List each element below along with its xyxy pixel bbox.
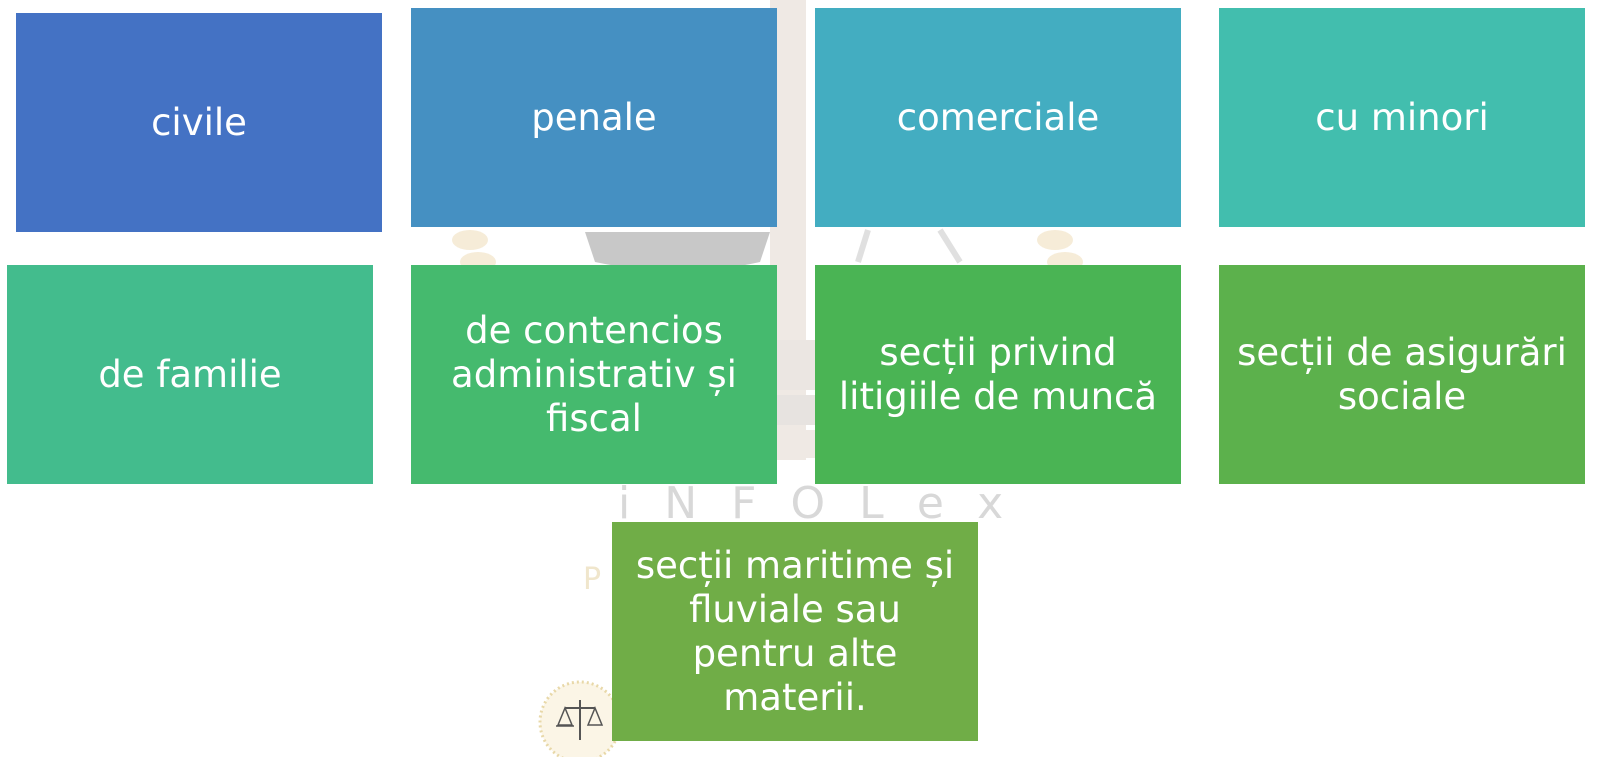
tile-maritime-fluviale: secții maritime și fluviale sau pentru a… [612, 522, 978, 741]
tile-asigurari-sociale: secții de asigurări sociale [1219, 265, 1585, 484]
tile-civile: civile [16, 13, 382, 232]
tile-de-familie: de familie [7, 265, 373, 484]
watermark-subtext: P [583, 562, 602, 597]
tile-litigii-munca: secții privind litigiile de muncă [815, 265, 1181, 484]
watermark-text: iNFOLex [618, 478, 1038, 529]
tile-contencios-administrativ: de contencios administrativ și fiscal [411, 265, 777, 484]
tile-comerciale: comerciale [815, 8, 1181, 227]
tile-cu-minori: cu minori [1219, 8, 1585, 227]
tile-penale: penale [411, 8, 777, 227]
